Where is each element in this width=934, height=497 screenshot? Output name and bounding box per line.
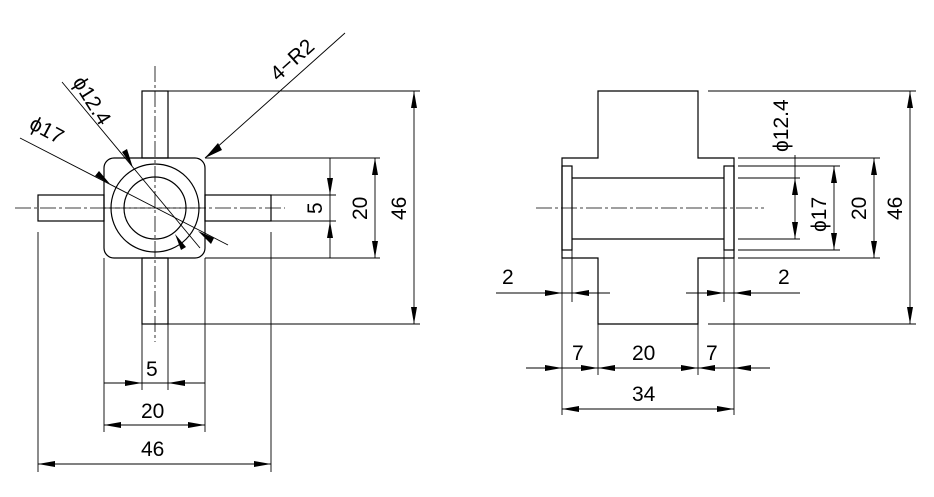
side-dim-34-arrow-left — [562, 406, 579, 412]
side-dim-46-v-arrow-top — [907, 91, 913, 108]
label-dim-46-horizontal: 46 — [141, 438, 164, 461]
label-side-dia-17: ϕ17 — [808, 197, 831, 232]
label-side-dim-2-left: 2 — [502, 266, 514, 289]
label-side-dim-2-right: 2 — [778, 266, 790, 289]
dim-46-h-arrow-right — [254, 461, 271, 467]
label-side-dim-7-left: 7 — [572, 342, 584, 365]
front-view: 4−R2 ϕ12.4 ϕ17 5 20 46 — [15, 32, 420, 472]
leader-r2-arrow — [205, 143, 222, 158]
side-dim-2-right-arrow-b — [734, 290, 751, 296]
side-dim-20h-arrow-b — [681, 365, 698, 371]
leader-dia-12-4-arrow — [122, 149, 133, 168]
label-side-dim-7-right: 7 — [706, 342, 718, 365]
side-dim-20-v-arrow-bottom — [871, 241, 877, 258]
label-dim-20-horizontal: 20 — [141, 400, 164, 423]
dim-20-h-arrow-left — [104, 422, 121, 428]
dim-46-v-arrow-bottom — [411, 307, 417, 324]
dim-5-v-arrow-top — [327, 178, 333, 195]
dim-46-v-arrow-top — [411, 91, 417, 108]
leader-dia-17-line — [19, 137, 229, 246]
label-side-dia-12-4: ϕ12.4 — [770, 99, 793, 152]
label-front-dia-17: ϕ17 — [26, 112, 68, 149]
side-dim-2-right-arrow-a — [707, 290, 724, 296]
dim-20-v-arrow-top — [372, 158, 378, 175]
leader-dia-17-arrow-a — [95, 171, 110, 184]
dim-5-v-arrow-bottom — [327, 221, 333, 238]
side-dim-7r-arrow-b — [734, 365, 751, 371]
label-dim-46-vertical: 46 — [388, 197, 411, 220]
side-dim-12-4-arrow-top — [792, 178, 798, 195]
side-dim-2-left-arrow-b — [572, 290, 589, 296]
label-side-dim-20-horizontal: 20 — [632, 342, 655, 365]
dim-20-v-arrow-bottom — [372, 241, 378, 258]
label-side-dim-46-vertical: 46 — [884, 197, 907, 220]
dim-5-h-arrow-right — [168, 380, 185, 386]
label-side-dim-20-vertical: 20 — [848, 197, 871, 220]
leader-r2-line — [204, 32, 346, 159]
label-side-dim-34: 34 — [632, 383, 656, 406]
leader-dia-17-arrow-b — [198, 231, 214, 244]
side-dim-17-arrow-top — [831, 166, 837, 183]
label-dim-5-vertical: 5 — [304, 202, 327, 214]
label-front-dia-12-4: ϕ12.4 — [68, 72, 116, 129]
side-dim-46-v-arrow-bottom — [907, 307, 913, 324]
label-r2: 4−R2 — [266, 35, 319, 86]
dim-5-h-arrow-left — [125, 380, 142, 386]
side-dim-20h-arrow-a — [598, 365, 615, 371]
dim-46-h-arrow-left — [38, 461, 55, 467]
side-dim-7l-arrow-a — [545, 365, 562, 371]
side-dim-7l-arrow-b — [581, 365, 598, 371]
side-outline — [561, 90, 735, 325]
side-dim-17-arrow-bottom — [831, 233, 837, 250]
side-view: ϕ12.4 ϕ17 20 46 2 2 — [496, 90, 916, 415]
side-dim-7r-arrow-a — [698, 365, 715, 371]
leader-dia-12-4-arrow-b — [175, 234, 186, 250]
side-dim-12-4-arrow-bottom — [792, 222, 798, 239]
label-dim-5-horizontal: 5 — [146, 358, 158, 381]
side-dim-34-arrow-right — [717, 406, 734, 412]
side-dim-20-v-arrow-top — [871, 158, 877, 175]
dim-20-h-arrow-right — [188, 422, 205, 428]
label-dim-20-vertical: 20 — [349, 197, 372, 220]
side-dim-2-left-arrow-a — [545, 290, 562, 296]
